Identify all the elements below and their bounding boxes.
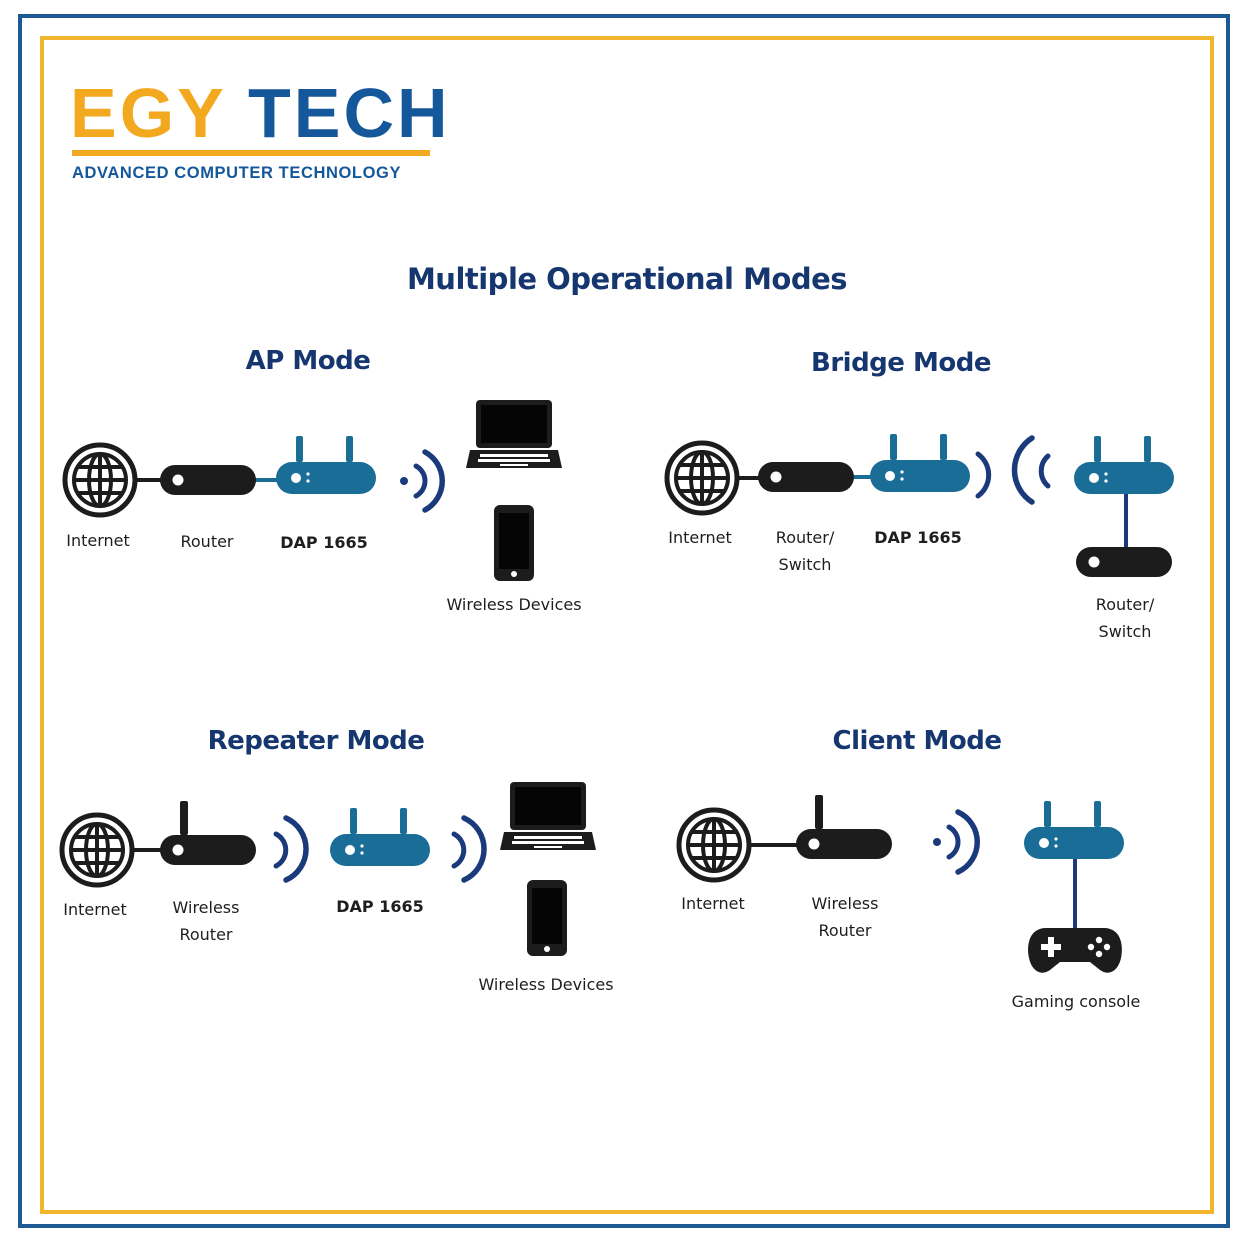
bridge-mode-title: Bridge Mode [811, 348, 991, 378]
ap-mode-title: AP Mode [245, 346, 371, 376]
client-internet-label: Internet [681, 894, 745, 913]
bridge-dap-icon [870, 434, 970, 492]
bridge-globe-icon [667, 443, 737, 513]
ap-dap-icon [276, 436, 376, 494]
client-wifi-signal-icon [933, 809, 980, 875]
repeater-internet-label: Internet [63, 900, 127, 919]
repeater-wifi-signal-2-icon [451, 815, 487, 883]
outer-border [18, 14, 1230, 1228]
logo-underline [72, 150, 430, 156]
ap-wifi-signal-icon [400, 449, 445, 513]
ap-router-label: Router [180, 532, 234, 551]
bridge-internet-label: Internet [668, 528, 732, 547]
client-wireless-router-icon [796, 795, 892, 859]
bridge-wifi-signal-icon [975, 435, 1051, 505]
repeater-dap-icon [330, 808, 430, 866]
ap-dap-label: DAP 1665 [280, 533, 368, 552]
ap-laptop-icon [466, 400, 562, 468]
bridge-router2-label: Router/ Switch [1095, 595, 1155, 641]
client-console-label: Gaming console [1011, 992, 1141, 1011]
bridge-router-label: Router/ Switch [775, 528, 835, 574]
ap-internet-label: Internet [66, 531, 130, 550]
client-router-label: Wireless Router [811, 894, 879, 940]
client-globe-icon [679, 810, 749, 880]
client-mode-title: Client Mode [832, 726, 1002, 756]
bridge-dap-label: DAP 1665 [874, 528, 962, 547]
brand-logo: EGY TECH [70, 78, 451, 148]
repeater-router-label: Wireless Router [172, 898, 240, 944]
logo-tech: TECH [248, 74, 451, 152]
repeater-laptop-icon [500, 782, 596, 850]
inner-border [40, 36, 1214, 1214]
client-dap-icon [1024, 801, 1124, 859]
bridge-remote-dap-icon [1074, 436, 1174, 494]
logo-tagline: ADVANCED COMPUTER TECHNOLOGY [72, 164, 402, 182]
repeater-smartphone-icon [527, 880, 567, 956]
repeater-dap-label: DAP 1665 [336, 897, 424, 916]
ap-wireless-devices-label: Wireless Devices [446, 595, 582, 614]
ap-globe-icon [65, 445, 135, 515]
bridge-router2-icon [1076, 547, 1172, 577]
repeater-wifi-signal-1-icon [273, 815, 309, 883]
repeater-wireless-router-icon [160, 801, 256, 865]
client-gamepad-icon [1028, 928, 1122, 973]
bridge-router-icon [758, 462, 854, 492]
ap-router-icon [160, 465, 256, 495]
ap-smartphone-icon [494, 505, 534, 581]
repeater-wireless-devices-label: Wireless Devices [478, 975, 614, 994]
repeater-mode-title: Repeater Mode [207, 726, 425, 756]
page-title: Multiple Operational Modes [406, 262, 848, 296]
repeater-globe-icon [62, 815, 132, 885]
logo-egy: EGY [70, 74, 226, 152]
